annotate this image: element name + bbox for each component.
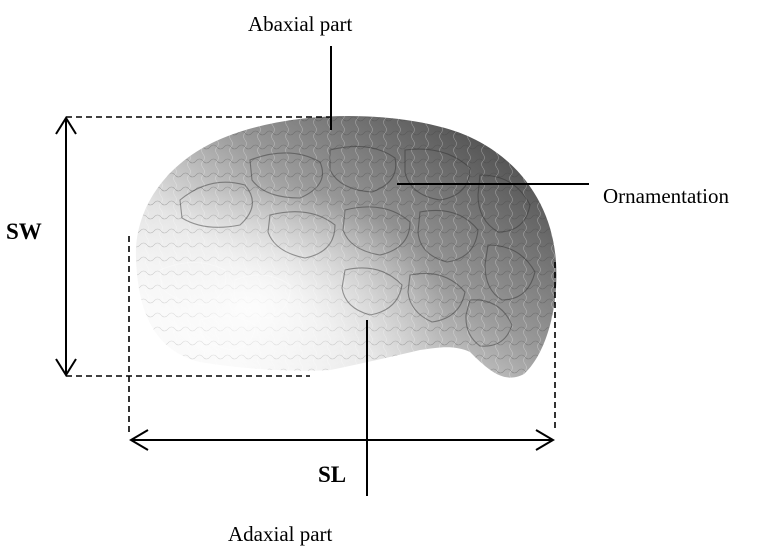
seed-surface-ornamentation bbox=[130, 110, 560, 385]
sl-label: SL bbox=[318, 462, 346, 487]
sw-label: SW bbox=[6, 219, 42, 244]
seed-image bbox=[130, 110, 560, 385]
adaxial-label: Adaxial part bbox=[228, 522, 333, 546]
abaxial-callout: Abaxial part bbox=[248, 12, 353, 130]
ornamentation-label: Ornamentation bbox=[603, 184, 729, 208]
abaxial-label: Abaxial part bbox=[248, 12, 353, 36]
